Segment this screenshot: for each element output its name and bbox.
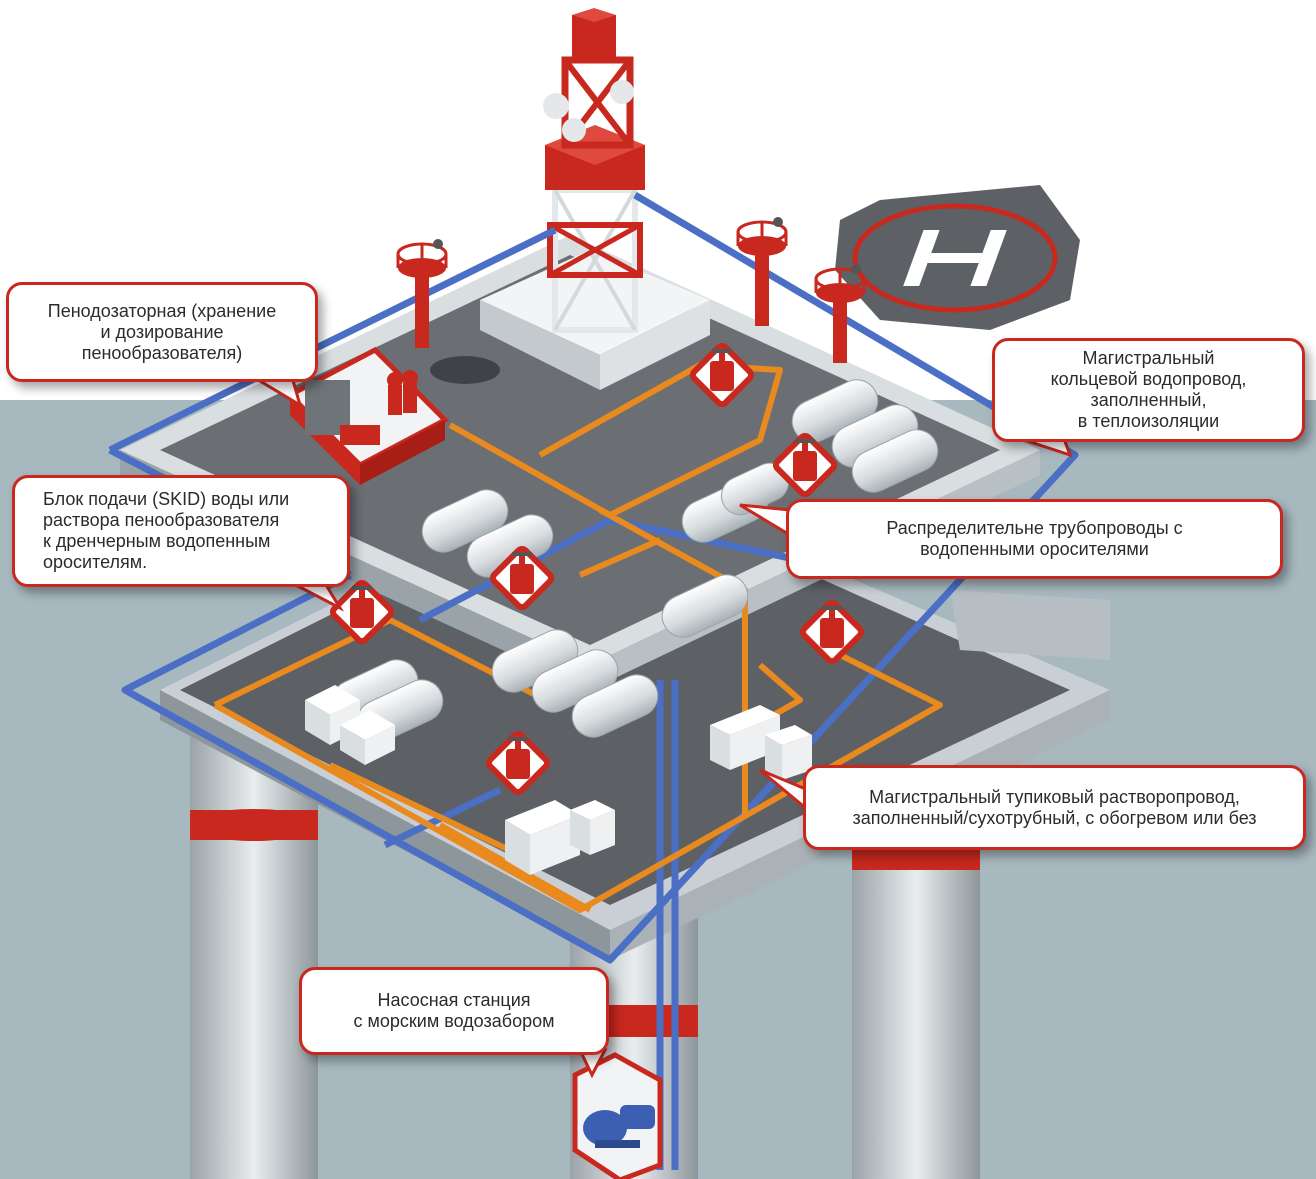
callout-distribution-pipes: Распределительне трубопроводы с водопенн… xyxy=(786,499,1283,579)
drilling-derrick xyxy=(543,8,645,333)
callout-line: с морским водозабором xyxy=(353,1011,555,1031)
water-ring-main xyxy=(108,191,1079,1170)
callout-line: кольцевой водопровод, xyxy=(1050,369,1247,389)
callout-skid: Блок подачи (SKID) воды или раствора пен… xyxy=(12,475,350,587)
callout-line: оросителям. xyxy=(43,552,148,572)
callout-line: Блок подачи (SKID) воды или xyxy=(43,489,290,509)
derrick-base xyxy=(430,250,710,390)
callout-line: Пенодозаторная (хранение xyxy=(47,300,277,321)
callout-line: Магистральный тупиковый растворопровод, xyxy=(869,786,1240,807)
callout-ring-main: Магистральный кольцевой водопровод, запо… xyxy=(992,338,1305,442)
callout-line: Магистральный xyxy=(1082,348,1215,368)
callout-line: заполненный/сухотрубный, с обогревом или… xyxy=(852,807,1257,828)
callout-line: водопенными оросителями xyxy=(920,539,1149,559)
equipment-blocks xyxy=(305,685,812,875)
callout-line: Распределительне трубопроводы с xyxy=(886,518,1183,538)
callout-foam-dosing-room: Пенодозаторная (хранение и дозирование п… xyxy=(6,282,318,382)
helipad-letter xyxy=(903,230,1007,286)
callout-line: в теплоизоляции xyxy=(1077,411,1220,431)
fire-monitor-towers xyxy=(396,215,866,365)
callout-line: раствора пенообразователя xyxy=(43,510,280,530)
callout-line: пенообразователя) xyxy=(81,342,243,363)
callout-line: заполненный, xyxy=(1090,390,1207,410)
callout-line: Насосная станция xyxy=(377,990,531,1010)
callout-line: и дозирование xyxy=(100,321,224,342)
pump-station xyxy=(572,1052,663,1179)
callout-line: к дренчерным водопенным xyxy=(43,531,271,551)
callout-pump-station: Насосная станция с морским водозабором xyxy=(299,967,609,1055)
callout-dead-end-main: Магистральный тупиковый растворопровод, … xyxy=(803,765,1306,850)
foam-dosing-room xyxy=(285,346,450,485)
helipad xyxy=(835,185,1080,330)
